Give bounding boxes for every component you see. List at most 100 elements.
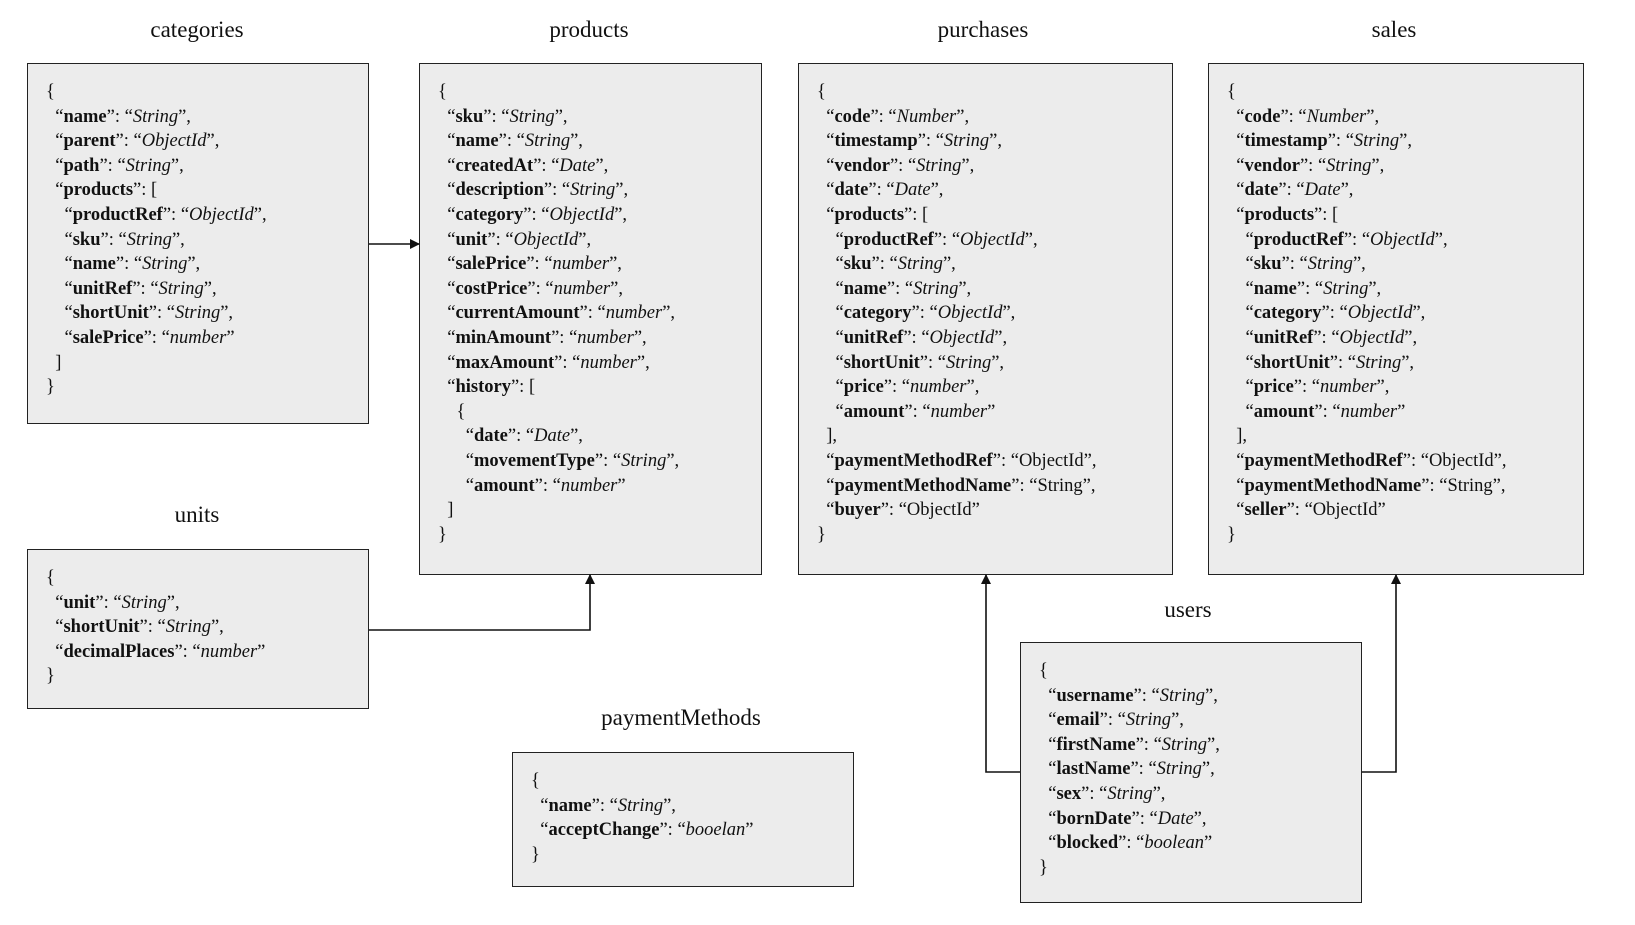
field-name: paymentMethodName <box>1244 475 1422 496</box>
field-type: String <box>897 254 943 275</box>
field-paymentMethodRef: “paymentMethodRef”: “ObjectId”, <box>826 450 1097 471</box>
field-paymentMethodName: “paymentMethodName”: “String”, <box>1236 475 1506 496</box>
field-type: ObjectId <box>1339 327 1405 348</box>
schema-code: { “name”: “String”, “acceptChange”: “boo… <box>531 769 753 867</box>
field-type: String <box>1037 475 1083 496</box>
title-units: units <box>174 502 220 527</box>
field-name: sku <box>1253 254 1282 275</box>
relation-users-purchases <box>981 574 1020 773</box>
field-category: “category”: “ObjectId”, <box>835 303 1016 324</box>
field-name: “name”: “String”, <box>447 131 583 152</box>
field-price: “price”: “number”, <box>1245 377 1390 398</box>
field-type: boolean <box>1144 833 1204 854</box>
field-name: paymentMethodRef <box>1244 450 1403 471</box>
title-categories: categories <box>150 17 244 42</box>
field-type: String <box>945 352 992 373</box>
field-name: vendor <box>834 155 890 176</box>
field-type: number <box>200 641 258 662</box>
field-unit: “unit”: “ObjectId”, <box>447 229 592 250</box>
field-name: history <box>455 377 511 398</box>
field-salePrice: “salePrice”: “number” <box>64 327 235 348</box>
field-parent: “parent”: “ObjectId”, <box>55 131 220 152</box>
field-type: String <box>621 450 667 471</box>
field-unitRef: “unitRef”: “ObjectId”, <box>835 327 1008 348</box>
bracket-line: { <box>438 400 679 425</box>
field-type: String <box>617 795 664 816</box>
field-name: name <box>548 795 592 816</box>
field-costPrice: “costPrice”: “number”, <box>447 278 623 299</box>
field-type: Number <box>896 106 957 127</box>
field-history: “history”: [ <box>447 377 536 398</box>
field-shortUnit: “shortUnit”: “String”, <box>64 303 234 324</box>
field-name: parent <box>63 131 116 152</box>
field-name: shortUnit <box>843 352 920 373</box>
bracket-line: ], <box>1227 424 1507 449</box>
schema-code: { “username”: “String”, “email”: “String… <box>1039 659 1220 880</box>
bracket-line: } <box>438 523 679 548</box>
field-date: “date”: “Date”, <box>826 180 944 201</box>
field-name: bornDate <box>1056 808 1132 829</box>
field-email: “email”: “String”, <box>1048 710 1184 731</box>
bracket-line: } <box>46 375 267 400</box>
field-name: salePrice <box>455 254 527 275</box>
field-name: salePrice <box>72 327 144 348</box>
bracket: { <box>1227 82 1236 102</box>
field-decimalPlaces: “decimalPlaces”: “number” <box>55 641 266 662</box>
field-name: unitRef <box>72 278 133 299</box>
field-type: ObjectId <box>1347 303 1413 324</box>
bracket-line: { <box>46 566 265 591</box>
field-name: “name”: “String”, <box>540 795 676 816</box>
table-sales: { “code”: “Number”, “timestamp”: “String… <box>1208 63 1584 575</box>
field-name: description <box>455 180 544 201</box>
bracket: } <box>531 844 540 865</box>
bracket-line: { <box>817 80 1097 105</box>
field-type: String <box>524 131 571 152</box>
bracket: ] <box>55 352 62 373</box>
field-name: unitRef <box>1253 327 1314 348</box>
field-name: code <box>1244 106 1281 127</box>
field-bornDate: “bornDate”: “Date”, <box>1048 808 1207 829</box>
bracket-line: { <box>1227 80 1507 105</box>
field-type: ObjectId <box>960 229 1025 250</box>
field-products: “products”: [ <box>55 180 158 201</box>
field-type: String <box>943 131 990 152</box>
field-buyer: “buyer”: “ObjectId” <box>826 500 980 521</box>
schema-code: { “sku”: “String”, “name”: “String”, “cr… <box>438 80 679 547</box>
field-description: “description”: “String”, <box>447 180 629 201</box>
field-name: amount <box>473 475 535 496</box>
bracket: { <box>456 401 466 422</box>
field-firstName: “firstName”: “String”, <box>1048 734 1220 755</box>
field-type: String <box>132 106 179 127</box>
field-shortUnit: “shortUnit”: “String”, <box>1245 352 1415 373</box>
table-users: { “username”: “String”, “email”: “String… <box>1020 642 1362 903</box>
field-type: String <box>1447 475 1493 496</box>
field-name: unit <box>455 229 488 250</box>
field-date: “date”: “Date”, <box>465 426 583 447</box>
schema-code: { “name”: “String”, “parent”: “ObjectId”… <box>46 80 267 400</box>
field-name: category <box>843 303 912 324</box>
bracket: { <box>438 82 447 102</box>
field-type: String <box>125 155 171 176</box>
field-type: number <box>1340 401 1398 422</box>
bracket: ], <box>826 426 838 447</box>
table-products: { “sku”: “String”, “name”: “String”, “cr… <box>419 63 762 575</box>
field-date: “date”: “Date”, <box>1236 180 1354 201</box>
field-type: number <box>552 254 610 275</box>
field-username: “username”: “String”, <box>1048 685 1218 706</box>
field-type: String <box>570 180 616 201</box>
field-name: products <box>1244 204 1315 225</box>
field-type: number <box>553 278 611 299</box>
field-vendor: “vendor”: “String”, <box>1236 155 1385 176</box>
field-type: Date <box>534 426 571 447</box>
field-name: shortUnit <box>1253 352 1330 373</box>
field-name: paymentMethodName <box>834 475 1012 496</box>
field-amount: “amount”: “number” <box>835 401 996 422</box>
field-name: “name”: “String”, <box>55 106 191 127</box>
field-type: Date <box>894 180 931 201</box>
title-payment-methods: paymentMethods <box>601 705 761 730</box>
field-name: date <box>1244 180 1279 201</box>
field-shortUnit: “shortUnit”: “String”, <box>835 352 1005 373</box>
field-type: Date <box>559 155 596 176</box>
title-products: products <box>549 17 629 42</box>
